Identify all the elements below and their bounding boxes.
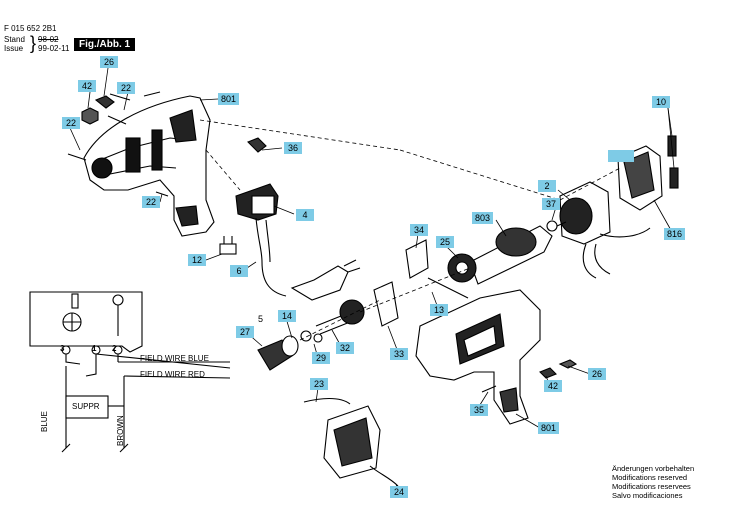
callout-27: 27 — [236, 326, 254, 338]
callout-42-right: 42 — [544, 380, 562, 392]
note-french: Modifications reservees — [612, 482, 691, 491]
callout-801-top: 801 — [218, 93, 240, 105]
callout-26-right: 26 — [588, 368, 606, 380]
callout-12: 12 — [188, 254, 206, 266]
callout-36: 36 — [284, 142, 302, 154]
callout-37: 37 — [542, 198, 560, 210]
brush-holder-small — [94, 95, 115, 109]
crossed-date: 98-02 — [38, 35, 59, 44]
callout-2: 2 — [538, 180, 556, 192]
wire-brown-label: BROWN — [116, 415, 125, 446]
screw-35 — [481, 385, 497, 393]
note-spanish: Salvo modificaciones — [612, 491, 683, 500]
stator-assembly — [303, 397, 399, 487]
issue-label: Issue — [4, 44, 24, 53]
brush-holder-26 — [558, 359, 578, 369]
assembly-guidelines — [199, 119, 621, 341]
spindle-32 — [315, 299, 365, 335]
wiring-schematic — [29, 291, 231, 453]
armature — [469, 220, 567, 285]
modification-notes: Änderungen vorbehalten Modifications res… — [612, 464, 694, 500]
stand-label: Stand — [4, 35, 25, 44]
callout-26: 26 — [100, 56, 118, 68]
callout-34: 34 — [410, 224, 428, 236]
document-number: F 015 652 2B1 — [4, 24, 57, 33]
callout-22-left: 22 — [62, 117, 80, 129]
callout-35: 35 — [470, 404, 488, 416]
field-wire-blue-label: FIELD WIRE BLUE — [140, 354, 209, 363]
callout-14: 14 — [278, 310, 296, 322]
callout-32: 32 — [336, 342, 354, 354]
terminal-2: 2 — [112, 344, 117, 353]
suppressor-label: SUPPR — [72, 402, 100, 411]
callout-25: 25 — [436, 236, 454, 248]
field-assembly — [559, 181, 651, 279]
label-5: 5 — [258, 314, 264, 324]
power-plug — [290, 259, 361, 301]
callout-10: 10 — [652, 96, 670, 108]
callout-816: 816 — [664, 228, 686, 240]
shaft-13 — [427, 277, 469, 299]
end-cap — [617, 135, 679, 211]
issue-date: 99-02-11 — [38, 44, 70, 53]
callout-29: 29 — [312, 352, 330, 364]
suppressor-capacitor — [219, 236, 237, 255]
figure-label: Fig./Abb. 1 — [74, 38, 136, 51]
terminal-3: 3 — [60, 344, 65, 353]
callout-42: 42 — [78, 80, 96, 92]
bearing-bracket — [373, 281, 399, 327]
callout-22-bottom: 22 — [142, 196, 160, 208]
callout-blank — [608, 150, 634, 162]
callout-6: 6 — [230, 265, 248, 277]
callout-801-bottom: 801 — [538, 422, 560, 434]
callout-803: 803 — [472, 212, 494, 224]
plate-34 — [405, 239, 429, 279]
note-german: Änderungen vorbehalten — [612, 464, 695, 473]
callout-23: 23 — [310, 378, 328, 390]
nut-42-right — [539, 367, 557, 379]
housing-half-left — [83, 95, 215, 237]
nut-42 — [81, 107, 99, 125]
callout-33: 33 — [390, 348, 408, 360]
callout-13: 13 — [430, 304, 448, 316]
field-wire-red-label: FIELD WIRE RED — [140, 370, 205, 379]
terminal-1: 1 — [92, 344, 97, 353]
callout-22: 22 — [117, 82, 135, 94]
callout-24: 24 — [390, 486, 408, 498]
wire-blue-label: BLUE — [40, 411, 49, 432]
switch-assembly — [235, 137, 287, 297]
callout-4: 4 — [296, 209, 314, 221]
brace-glyph: } — [30, 33, 37, 53]
note-english: Modifications reserved — [612, 473, 688, 482]
drill-chuck — [257, 330, 323, 371]
gear-25 — [447, 253, 477, 283]
housing-half-right — [415, 289, 541, 425]
